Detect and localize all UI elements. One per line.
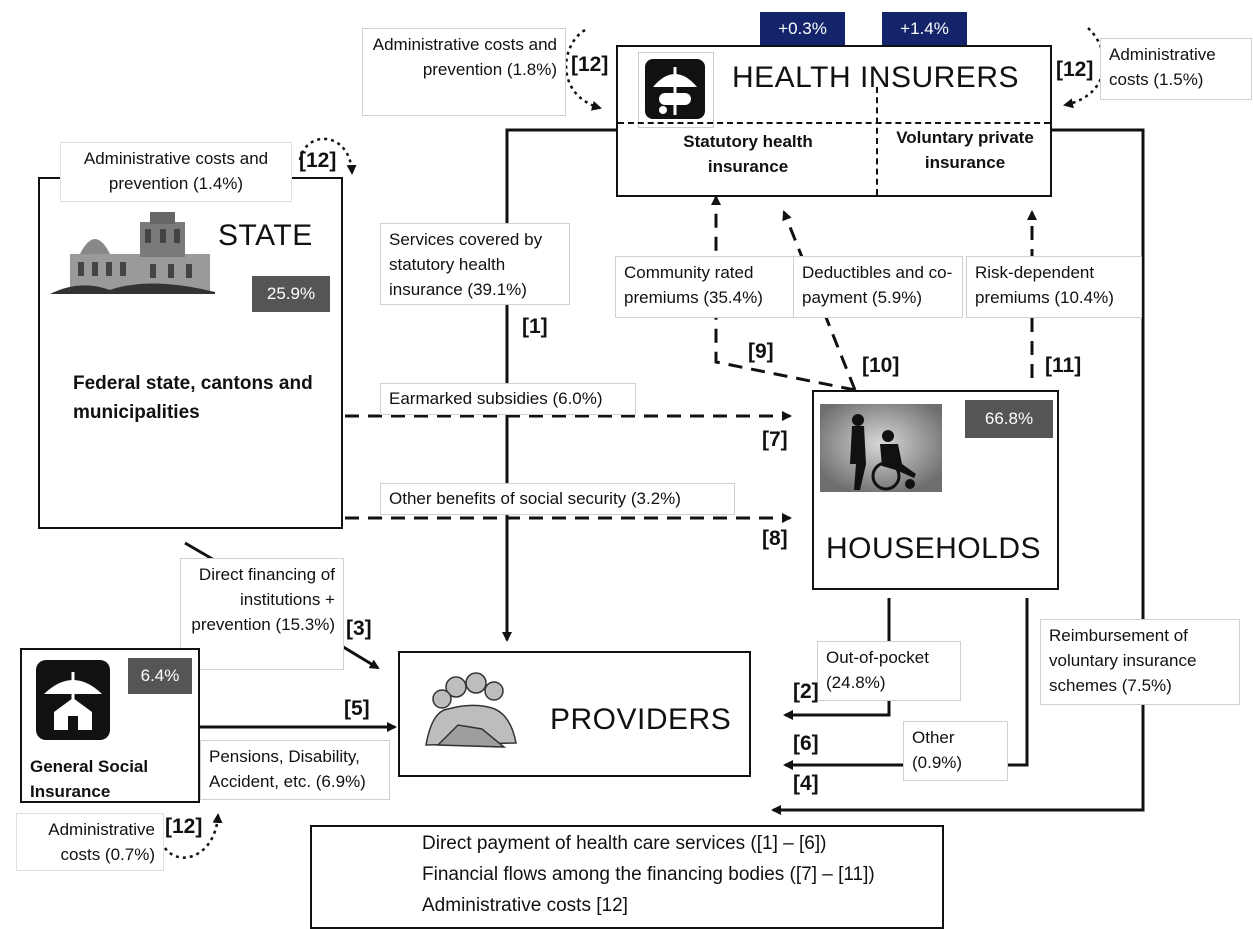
statutory-insurance-label: Statutory health insurance (683, 132, 813, 176)
state-title: STATE (218, 219, 313, 252)
providers-box: PROVIDERS (398, 651, 751, 777)
services-statutory-label: Services covered by statutory health ins… (380, 223, 570, 305)
wheelchair-care-image (820, 404, 942, 492)
marker-1: [1] (522, 315, 548, 338)
marker-9: [9] (748, 340, 774, 363)
legend-financial-flows: Financial flows among the financing bodi… (422, 864, 875, 885)
legend-admin-costs: Administrative costs [12] (422, 895, 628, 916)
direct-financing-label: Direct financing of institutions + preve… (180, 558, 344, 670)
flow-1-line (502, 128, 617, 642)
providers-title: PROVIDERS (550, 703, 732, 736)
flow-6-line (783, 598, 1029, 770)
social-share-badge: 6.4% (128, 658, 192, 694)
households-title: HOUSEHOLDS (826, 532, 1042, 565)
legend-direct-payment: Direct payment of health care services (… (422, 833, 827, 854)
marker-4: [4] (793, 772, 819, 795)
parliament-building-image (50, 204, 215, 294)
households-box: 66.8% HOUSEHOLDS (812, 390, 1059, 590)
marker-11: [11] (1045, 354, 1082, 377)
insurers-horizontal-divider (618, 122, 1050, 124)
marker-8: [8] (762, 527, 788, 550)
state-box: STATE 25.9% Federal state, cantons and m… (38, 177, 343, 529)
insurers-admin-right-label: Administrative costs (1.5%) (1100, 38, 1252, 100)
marker-2: [2] (793, 680, 819, 703)
admin-loop-state (298, 137, 357, 175)
social-insurance-title: General Social Insurance (30, 757, 149, 801)
badge-voluntary-change: +1.4% (882, 12, 967, 46)
marker-5: [5] (344, 697, 370, 720)
flow-2-line (783, 598, 891, 720)
flow-3-arrow (339, 643, 380, 670)
households-share-badge: 66.8% (965, 400, 1053, 438)
reimbursement-label: Reimbursement of voluntary insurance sch… (1040, 619, 1240, 705)
social-admin-label: Administrative costs (0.7%) (16, 813, 164, 871)
voluntary-insurance-label: Voluntary private insurance (896, 128, 1034, 172)
marker-10: [10] (862, 354, 900, 377)
other-benefits-label: Other benefits of social security (3.2%) (380, 483, 735, 515)
health-insurers-box: HEALTH INSURERS Statutory health insuran… (616, 45, 1052, 197)
other-label: Other (0.9%) (903, 721, 1008, 781)
flow-9-line (711, 195, 856, 392)
umbrella-pills-icon (638, 52, 714, 128)
deductibles-label: Deductibles and co-payment (5.9%) (793, 256, 963, 318)
marker-3: [3] (346, 617, 372, 640)
umbrella-house-icon (34, 658, 112, 742)
badge-statutory-change: +0.3% (760, 12, 845, 46)
doctors-group-image (418, 655, 522, 769)
marker-12-insurers-left: [12] (571, 53, 609, 76)
state-share-badge: 25.9% (252, 276, 330, 312)
out-of-pocket-label: Out-of-pocket (24.8%) (817, 641, 961, 701)
admin-loop-insurers-left (565, 28, 602, 111)
social-insurance-box: 6.4% General Social Insurance (20, 648, 200, 803)
marker-12-state: [12] (299, 149, 337, 172)
state-subtitle: Federal state, cantons and municipalitie… (73, 373, 313, 423)
state-admin-label: Administrative costs and prevention (1.4… (60, 142, 292, 202)
marker-12-insurers-right: [12] (1056, 58, 1094, 81)
insurers-vertical-divider (876, 87, 878, 195)
insurers-admin-left-label: Administrative costs and prevention (1.8… (362, 28, 566, 116)
risk-premiums-label: Risk-dependent premiums (10.4%) (966, 256, 1142, 318)
pensions-label: Pensions, Disability, Accident, etc. (6.… (200, 740, 390, 800)
community-premiums-label: Community rated premiums (35.4%) (615, 256, 795, 318)
marker-6: [6] (793, 732, 819, 755)
marker-12-social: [12] (165, 815, 203, 838)
health-insurers-title: HEALTH INSURERS (732, 61, 1019, 94)
earmarked-subsidies-label: Earmarked subsidies (6.0%) (380, 383, 636, 415)
marker-7: [7] (762, 428, 788, 451)
flow-4-line (771, 128, 1145, 815)
